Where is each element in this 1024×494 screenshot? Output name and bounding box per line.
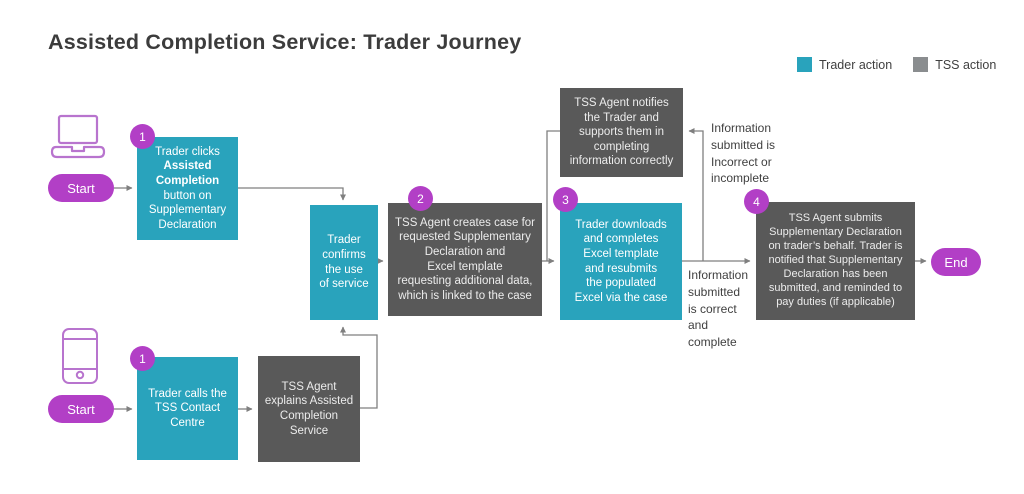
step1-phone-box: Trader calls the TSS Contact Centre [137, 357, 238, 460]
step2-box: TSS Agent creates case for requested Sup… [388, 203, 542, 316]
end-pill: End [931, 248, 981, 276]
legend-trader-label: Trader action [819, 57, 893, 72]
annotation-incorrect: Information submitted is Incorrect or in… [711, 121, 776, 186]
legend-tss-label: TSS action [935, 57, 997, 72]
legend-tss-swatch [913, 57, 929, 72]
step1-phone-text: Trader calls the TSS Contact Centre [148, 387, 227, 429]
step1-web-text: Trader clicks Assisted Completion button… [148, 145, 227, 231]
annotation-correct: Information submitted is correct and com… [688, 268, 749, 350]
legend: Trader action TSS action [797, 57, 996, 72]
step3-badge: 3 [553, 187, 578, 212]
step4-box: TSS Agent submits Supplementary Declarat… [756, 202, 915, 320]
step2-text: TSS Agent creates case for requested Sup… [395, 216, 535, 302]
laptop-icon [50, 114, 106, 159]
step2-badge: 2 [408, 186, 433, 211]
step1-web-badge: 1 [130, 124, 155, 149]
step1-phone-badge: 1 [130, 346, 155, 371]
start-pill-phone: Start [48, 395, 114, 423]
step4-badge: 4 [744, 189, 769, 214]
step4-text: TSS Agent submits Supplementary Declarat… [768, 212, 903, 308]
step1-web-box: Trader clicks Assisted Completion button… [137, 137, 238, 240]
notify-box: TSS Agent notifies the Trader and suppor… [560, 88, 683, 177]
phone-icon [62, 328, 98, 384]
step3-text: Trader downloads and completes Excel tem… [574, 218, 668, 304]
explain-text: TSS Agent explains Assisted Completion S… [264, 380, 354, 437]
legend-trader-swatch [797, 57, 812, 72]
page-title: Assisted Completion Service: Trader Jour… [48, 30, 522, 54]
confirm-text: Trader confirms the use of service [319, 234, 369, 291]
confirm-box: Trader confirms the use of service [310, 205, 378, 320]
explain-box: TSS Agent explains Assisted Completion S… [258, 356, 360, 462]
notify-text: TSS Agent notifies the Trader and suppor… [569, 97, 674, 168]
arrow-incorrect-feedback-to-notify [688, 128, 704, 261]
arrow-step1-to-confirm [238, 187, 346, 201]
step3-box: Trader downloads and completes Excel tem… [560, 203, 682, 320]
start-pill-web: Start [48, 174, 114, 202]
